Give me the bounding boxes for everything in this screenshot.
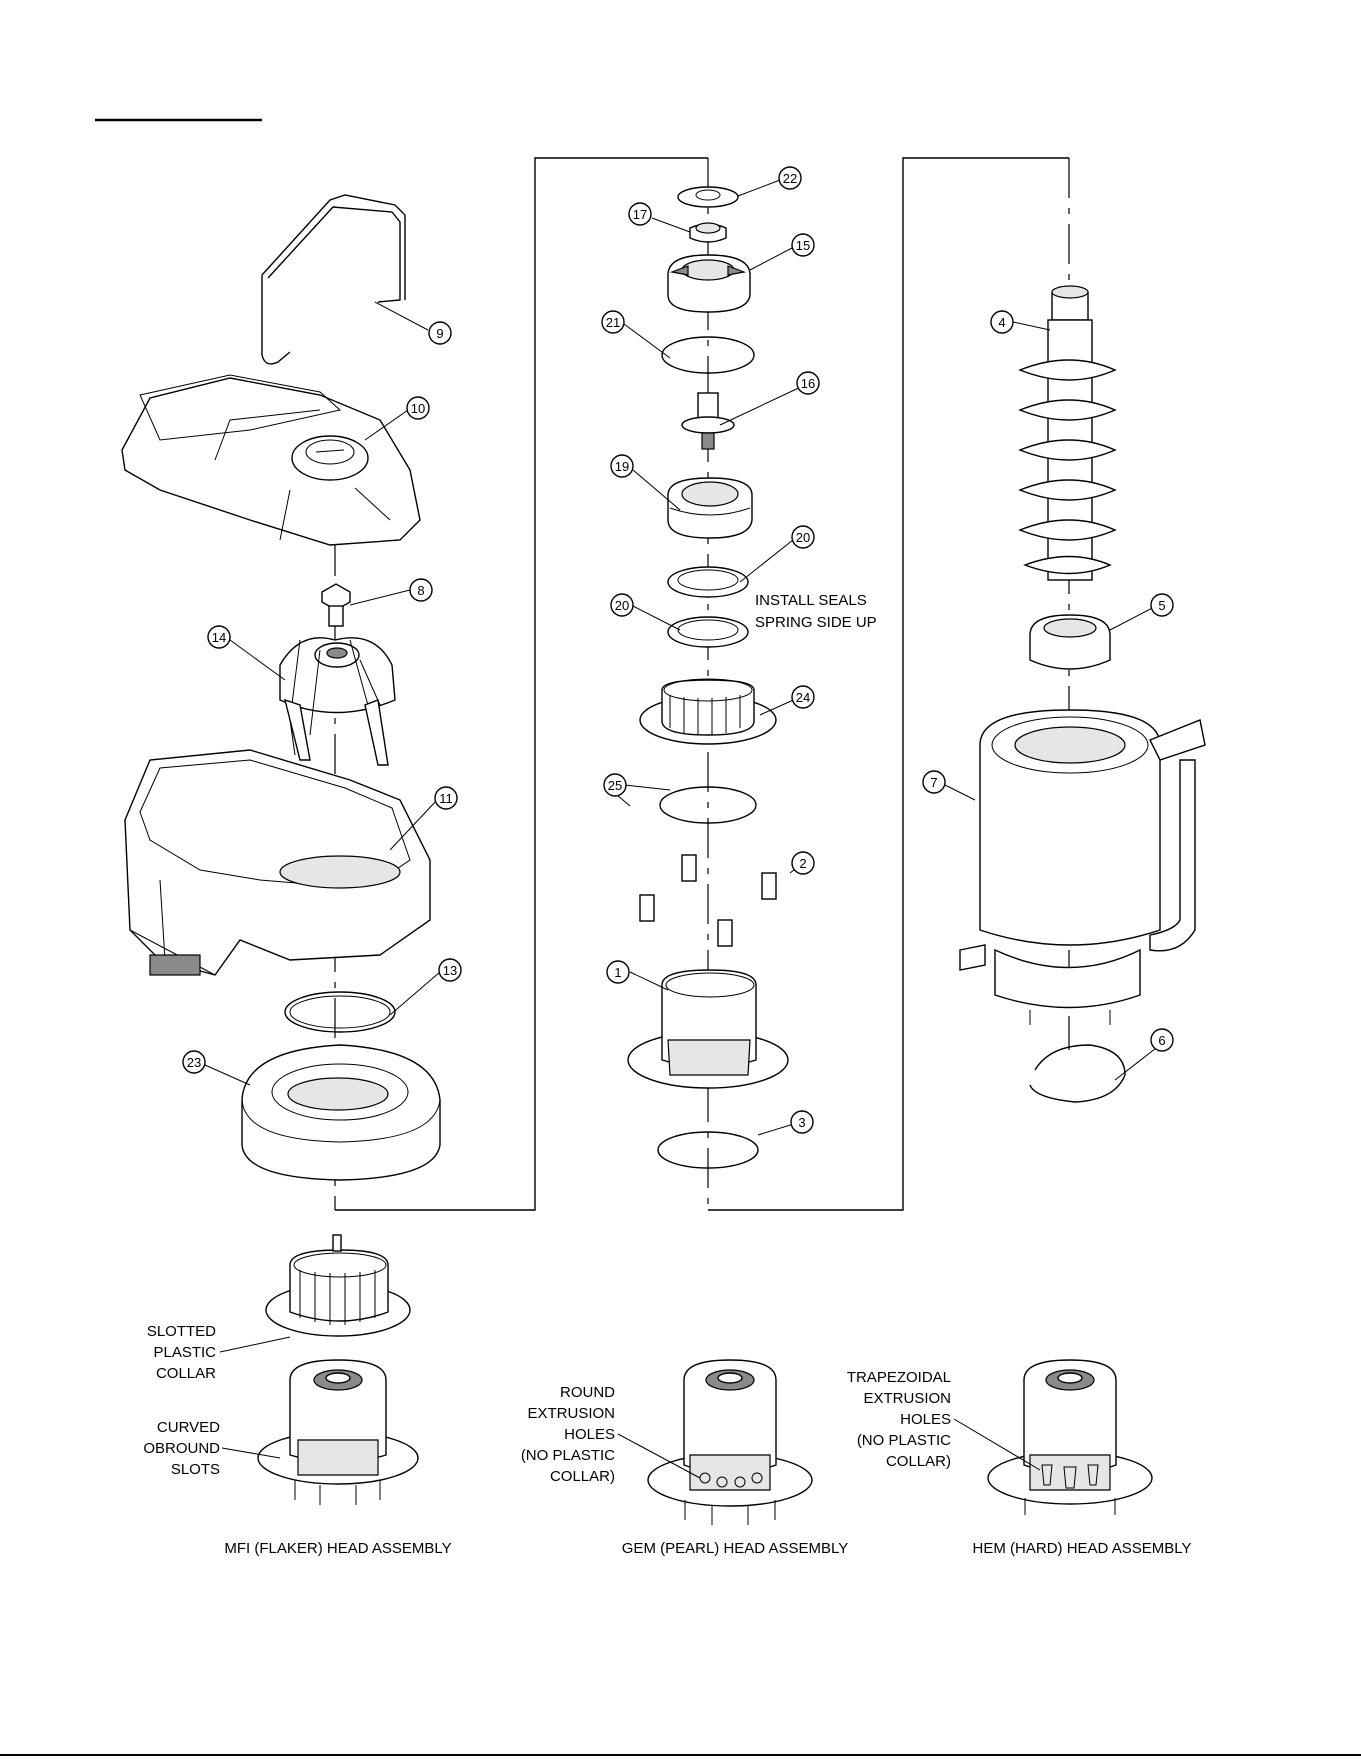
svg-text:(NO PLASTIC: (NO PLASTIC (521, 1447, 615, 1464)
part-chute-ring (241, 1044, 441, 1181)
caption-mfi: MFI (FLAKER) HEAD ASSEMBLY (224, 1540, 451, 1557)
mfi-head-assembly (257, 1359, 419, 1505)
callout-10: 10 (411, 401, 425, 416)
svg-text:SLOTTED: SLOTTED (147, 1323, 216, 1340)
callout-13: 13 (443, 963, 457, 978)
callout-11: 11 (439, 791, 453, 806)
caption-gem: GEM (PEARL) HEAD ASSEMBLY (622, 1540, 848, 1557)
svg-text:OBROUND: OBROUND (143, 1440, 220, 1457)
part-seal-17 (689, 222, 727, 243)
part-cap-22 (677, 186, 739, 208)
svg-text:(NO PLASTIC: (NO PLASTIC (857, 1432, 951, 1449)
svg-text:SPRING SIDE UP: SPRING SIDE UP (755, 614, 877, 631)
svg-text:HOLES: HOLES (900, 1411, 951, 1428)
callout-17: 17 (633, 207, 647, 222)
svg-text:ROUND: ROUND (560, 1384, 615, 1401)
callout-3: 3 (798, 1115, 805, 1130)
svg-text:EXTRUSION: EXTRUSION (863, 1390, 951, 1407)
callout-22: 22 (783, 171, 797, 186)
svg-text:TRAPEZOIDAL: TRAPEZOIDAL (847, 1369, 951, 1386)
part-screws-2 (639, 854, 777, 947)
part-head-1 (627, 969, 789, 1089)
part-retainer-15 (667, 254, 751, 313)
note-trap-holes: TRAPEZOIDAL EXTRUSION HOLES (NO PLASTIC … (847, 1369, 951, 1470)
svg-text:COLLAR: COLLAR (156, 1365, 216, 1382)
callout-5: 5 (1158, 598, 1165, 613)
part-auger-4 (1018, 285, 1117, 581)
callout-leaders (204, 179, 1161, 1136)
callout-15: 15 (796, 238, 810, 253)
hem-head-assembly (987, 1359, 1153, 1515)
gem-head-assembly (647, 1359, 813, 1525)
part-snap-ring-6 (1029, 1044, 1126, 1103)
callout-23: 23 (187, 1055, 201, 1070)
callout-6: 6 (1158, 1033, 1165, 1048)
part-seal-5 (1029, 614, 1111, 670)
callout-14: 14 (212, 630, 226, 645)
part-oring-3 (657, 1131, 759, 1169)
svg-text:EXTRUSION: EXTRUSION (527, 1405, 615, 1422)
part-evaporator-7 (959, 709, 1206, 1025)
part-oring-13 (284, 991, 396, 1033)
callout-bubbles: 1 2 3 4 5 6 7 8 9 10 11 13 14 15 16 17 1… (182, 166, 1174, 1134)
svg-text:PLASTIC: PLASTIC (153, 1344, 216, 1361)
callout-1: 1 (614, 965, 621, 980)
svg-text:CURVED: CURVED (157, 1419, 220, 1436)
note-round-holes: ROUND EXTRUSION HOLES (NO PLASTIC COLLAR… (521, 1384, 615, 1485)
svg-text:SLOTS: SLOTS (171, 1461, 220, 1478)
part-breaker (279, 637, 396, 766)
svg-text:HOLES: HOLES (564, 1426, 615, 1443)
callout-20-upper: 20 (796, 530, 810, 545)
callout-9: 9 (436, 326, 443, 341)
svg-text:COLLAR): COLLAR) (886, 1453, 951, 1470)
note-curved-slots: CURVED OBROUND SLOTS (143, 1419, 220, 1478)
part-seal-20-upper (667, 566, 749, 598)
callout-7: 7 (930, 775, 937, 790)
callout-20-lower: 20 (615, 598, 629, 613)
part-hex-bolt (321, 583, 351, 627)
callout-4: 4 (998, 315, 1005, 330)
note-slotted-collar: SLOTTED PLASTIC COLLAR (147, 1323, 216, 1382)
part-bearing-19 (667, 477, 753, 539)
part-housing (124, 749, 431, 976)
callout-19: 19 (615, 459, 629, 474)
part-cover (121, 374, 421, 546)
callout-21: 21 (606, 315, 620, 330)
callout-24: 24 (796, 690, 810, 705)
callout-25: 25 (608, 778, 622, 793)
part-oring-21 (661, 336, 755, 374)
part-stud-16 (681, 392, 735, 450)
mfi-slotted-collar (265, 1234, 411, 1337)
part-oring-25 (659, 786, 757, 824)
callout-8: 8 (417, 583, 424, 598)
part-seal-20-lower (667, 616, 749, 648)
callout-16: 16 (801, 376, 815, 391)
svg-text:COLLAR): COLLAR) (550, 1468, 615, 1485)
callout-2: 2 (799, 856, 806, 871)
caption-hem: HEM (HARD) HEAD ASSEMBLY (973, 1540, 1192, 1557)
part-collar-24 (639, 678, 777, 745)
svg-text:INSTALL SEALS: INSTALL SEALS (755, 592, 867, 609)
part-wire-bail (261, 194, 406, 365)
note-install-seals: INSTALL SEALS SPRING SIDE UP (755, 592, 877, 631)
